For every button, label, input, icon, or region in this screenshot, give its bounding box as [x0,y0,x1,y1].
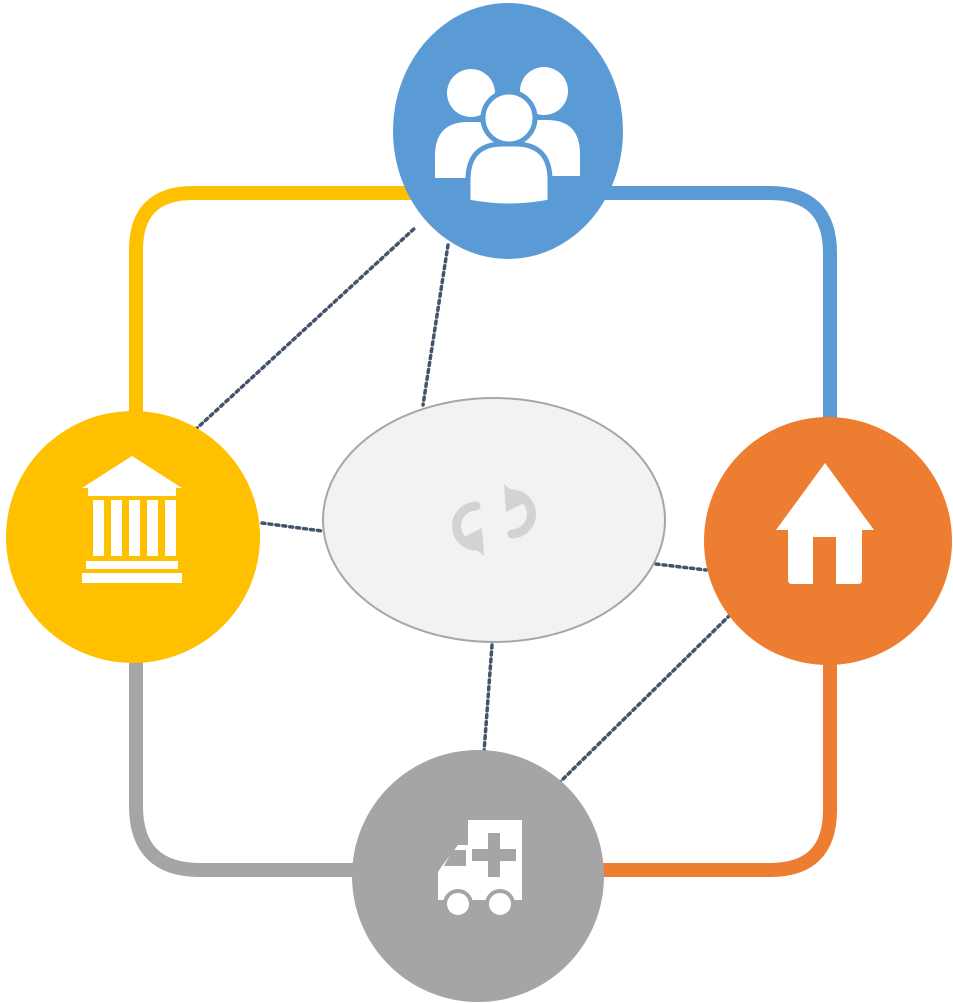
link-center-home [654,562,708,572]
bank-building-icon [82,456,182,583]
ring-segment-home-health [600,660,837,877]
link-government-people [193,225,418,432]
link-home-health [558,613,732,784]
ring-segment-health-government [129,660,356,877]
ambulance-icon [438,820,522,919]
link-government-center [260,521,324,533]
ring-segment-people-home [600,186,837,418]
link-center-health [482,643,494,754]
node-government [6,411,260,663]
ring-segment-government-people [129,186,420,412]
dotted-links [193,225,732,784]
center-node [322,397,666,643]
node-people [393,3,623,259]
link-people-center [421,243,450,407]
people-group-icon [435,67,580,209]
node-home [704,417,952,665]
ring [129,186,837,877]
node-health [352,750,604,1002]
house-icon [776,463,874,584]
refresh-cycle-icon [452,484,536,556]
